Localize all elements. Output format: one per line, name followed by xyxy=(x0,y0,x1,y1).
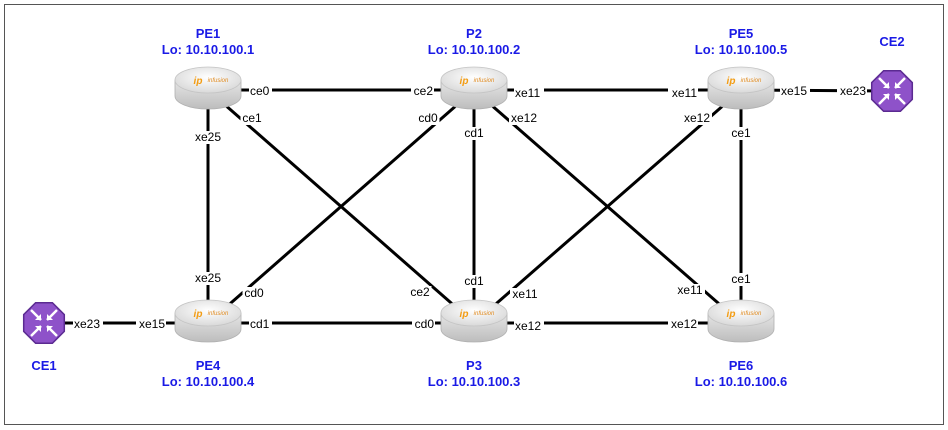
port-label-bg xyxy=(462,127,486,140)
router-loopback-pe6: Lo: 10.10.100.6 xyxy=(695,374,788,389)
port-label-bg xyxy=(514,320,544,333)
router-brand-text: infusion xyxy=(208,78,229,84)
port-label-bg xyxy=(514,87,544,100)
port-label-ce1-xe23: xe23 xyxy=(74,317,100,331)
port-label-bg xyxy=(509,112,539,125)
port-label-bg xyxy=(193,272,223,285)
port-label-bg xyxy=(411,85,434,98)
port-label-ce2-xe23: xe23 xyxy=(840,84,866,98)
router-name-pe5: PE5 xyxy=(729,26,754,41)
customer-edge-name-ce1: CE1 xyxy=(31,358,56,373)
port-label-bg xyxy=(408,286,432,299)
link-pe5-p3 xyxy=(473,88,742,325)
router-brand-prefix: ip xyxy=(194,309,203,320)
port-label-p2-cd1: cd1 xyxy=(464,126,484,140)
router-brand-text: infusion xyxy=(474,311,495,317)
router-name-pe1: PE1 xyxy=(196,26,221,41)
router-loopback-pe5: Lo: 10.10.100.5 xyxy=(695,42,788,57)
router-icon: ip infusion xyxy=(174,66,242,110)
port-label-p3-ce2: ce2 xyxy=(410,285,430,299)
router-brand-text: infusion xyxy=(741,78,762,84)
port-label-pe6-xe12: xe12 xyxy=(671,317,697,331)
router-name-p2: P2 xyxy=(466,26,482,41)
port-label-p2-cd0: cd0 xyxy=(418,111,438,125)
router-icon: ip infusion xyxy=(440,66,508,110)
router-icon: ip infusion xyxy=(440,299,508,343)
port-label-bg xyxy=(510,288,540,301)
port-label-bg xyxy=(249,318,272,331)
port-label-pe5-xe11: xe11 xyxy=(672,86,697,100)
port-label-bg xyxy=(837,85,867,98)
link-p2-pe4 xyxy=(207,88,475,325)
port-label-pe4-cd0: cd0 xyxy=(244,286,264,300)
customer-edge-ce2[interactable]: CE2 xyxy=(870,34,914,113)
customer-edge-router-icon xyxy=(870,69,914,113)
port-label-bg xyxy=(682,112,712,125)
router-icon: ip infusion xyxy=(174,299,242,343)
port-label-pe1-ce1: ce1 xyxy=(242,111,262,125)
port-label-bg xyxy=(136,318,166,331)
router-icon: ip infusion xyxy=(707,66,775,110)
router-loopback-p3: Lo: 10.10.100.3 xyxy=(428,374,521,389)
router-icon: ip infusion xyxy=(707,299,775,343)
port-label-p3-xe11: xe11 xyxy=(512,287,537,301)
port-label-bg xyxy=(412,318,435,331)
port-label-bg xyxy=(249,85,272,98)
customer-edge-router-icon xyxy=(22,301,66,345)
router-name-p3: P3 xyxy=(466,358,482,373)
port-label-bg xyxy=(675,284,705,297)
port-label-pe4-xe25: xe25 xyxy=(195,271,221,285)
port-label-bg xyxy=(668,318,698,331)
port-label-pe6-xe11: xe11 xyxy=(677,283,702,297)
port-label-bg xyxy=(729,273,753,286)
port-label-pe5-ce1: ce1 xyxy=(731,126,751,140)
port-label-pe1-ce0: ce0 xyxy=(250,84,270,98)
port-label-p2-xe12: xe12 xyxy=(511,111,537,125)
port-label-bg xyxy=(729,127,753,140)
port-label-bg xyxy=(668,87,698,100)
port-label-p2-ce2: ce2 xyxy=(414,84,434,98)
port-label-pe4-xe15: xe15 xyxy=(139,317,165,331)
port-label-bg xyxy=(462,275,486,288)
router-brand-text: infusion xyxy=(208,311,229,317)
port-label-pe6-ce1: ce1 xyxy=(731,272,751,286)
customer-edge-ce1[interactable]: CE1 xyxy=(22,301,66,373)
port-label-pe5-xe15: xe15 xyxy=(781,84,807,98)
port-label-pe1-xe25: xe25 xyxy=(195,130,221,144)
port-label-bg xyxy=(193,131,223,144)
router-name-pe4: PE4 xyxy=(196,358,221,373)
router-loopback-pe1: Lo: 10.10.100.1 xyxy=(162,42,255,57)
router-brand-prefix: ip xyxy=(727,309,736,320)
customer-edge-name-ce2: CE2 xyxy=(879,34,904,49)
port-label-bg xyxy=(242,287,266,300)
port-labels-layer: ce0 ce2 xe11 xe11 xe15 xe23 xe25 xe25 ce1 ce2 cd0 c… xyxy=(73,84,867,333)
router-brand-text: infusion xyxy=(741,311,762,317)
router-brand-text: infusion xyxy=(474,78,495,84)
router-name-pe6: PE6 xyxy=(729,358,754,373)
router-loopback-p2: Lo: 10.10.100.2 xyxy=(428,42,521,57)
router-brand-prefix: ip xyxy=(727,76,736,87)
port-label-bg xyxy=(240,112,264,125)
router-brand-prefix: ip xyxy=(460,309,469,320)
port-label-p2-xe11: xe11 xyxy=(515,86,540,100)
router-brand-prefix: ip xyxy=(194,76,203,87)
port-label-bg xyxy=(780,85,810,98)
router-brand-prefix: ip xyxy=(460,76,469,87)
port-label-bg xyxy=(416,112,440,125)
router-loopback-pe4: Lo: 10.10.100.4 xyxy=(162,374,255,389)
port-label-pe4-cd1: cd1 xyxy=(250,317,270,331)
port-label-p3-xe12: xe12 xyxy=(515,319,541,333)
port-label-p3-cd1: cd1 xyxy=(464,274,484,288)
port-label-pe5-xe12: xe12 xyxy=(684,111,710,125)
port-label-p3-cd0: cd0 xyxy=(415,317,435,331)
port-label-bg xyxy=(73,318,103,331)
